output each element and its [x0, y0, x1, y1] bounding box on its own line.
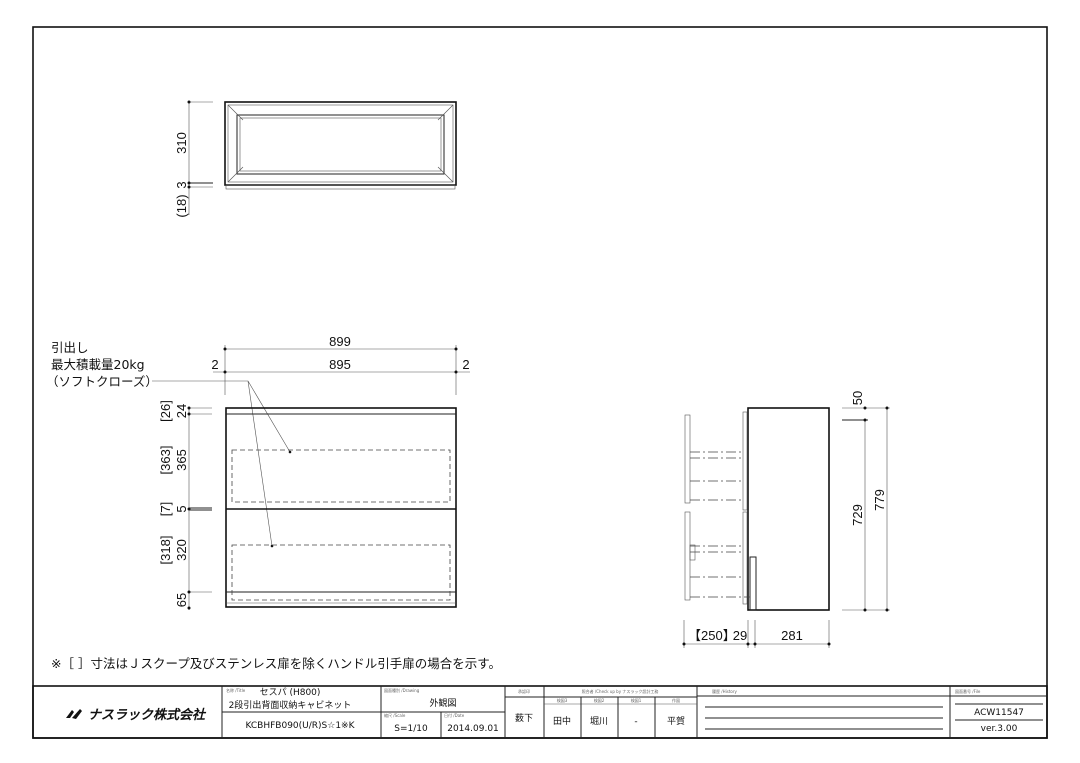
product-name: 2段引出背面収納キャビネット: [229, 699, 352, 711]
overall-width-dim: 899: [329, 334, 351, 349]
checker-name: 堀川: [590, 716, 608, 727]
date-value: 2014.09.01: [447, 724, 499, 734]
checker-role: 検図1: [631, 697, 642, 703]
left-gap-dim: 2: [211, 357, 218, 372]
title-block: ナスラック株式会社 名称 /Title セスパ (H800) 2段引出背面収納キ…: [32, 685, 1048, 739]
checker-name: 平賀: [667, 715, 685, 727]
checker-role: 検図3: [557, 697, 568, 703]
title-label: 名称 /Title: [226, 687, 246, 693]
date-label: 日付 /Date: [444, 712, 465, 718]
checker-role: 作図: [672, 697, 680, 703]
version: ver.3.00: [981, 724, 1018, 734]
inner-width-dim: 895: [329, 357, 351, 372]
company-logo: ナスラック株式会社: [66, 707, 207, 723]
front-view: 引出し 最大積載量20kg （ソフトクローズ） 899 895 2 2 24 […: [46, 334, 470, 610]
top-view: 310 3 (18): [174, 100, 457, 218]
checker-role: 検図2: [594, 697, 605, 703]
approval-label: 承認印: [518, 688, 530, 694]
file-label: 図面番号 /File: [955, 688, 981, 694]
drawer-extension-dim: 【250】: [688, 628, 736, 643]
checker-name: 田中: [553, 715, 571, 727]
side-view: 50 729 779 【250】 29 281: [682, 391, 890, 648]
vdim-318-alt: [318]: [158, 536, 173, 565]
vdim-7-alt: [7]: [158, 502, 173, 516]
scale-value: S=1/10: [394, 724, 428, 734]
vdim-26-alt: [26]: [158, 400, 173, 422]
footnote: ※［ ］寸法はＪスクープ及びステンレス扉を除くハンドル引手扉の場合を示す。: [51, 656, 501, 671]
right-gap-dim: 2: [462, 357, 469, 372]
model-number: KCBHFB090(U/R)S☆1※K: [245, 721, 355, 731]
vdim-363-alt: [363]: [158, 446, 173, 475]
company-name: ナスラック株式会社: [88, 707, 207, 723]
front-thickness-dim: 29: [733, 628, 747, 643]
total-height-779-dim: 779: [872, 489, 887, 511]
leader-note-line3: （ソフトクローズ）: [46, 374, 158, 389]
vdim-5: 5: [174, 505, 189, 512]
file-number: ACW11547: [974, 708, 1024, 718]
vdim-320: 320: [174, 539, 189, 561]
checker-name: -: [634, 717, 637, 727]
vdim-24: 24: [174, 404, 189, 418]
scale-label: 縮尺 /Scale: [384, 712, 406, 718]
leader-note-line2: 最大積載量20kg: [51, 357, 145, 372]
top-depth-dim: 310: [174, 132, 189, 154]
approver-name: 薮下: [515, 712, 533, 724]
check-label: 照合者 /Check up by ナスラック設計工務: [582, 688, 659, 694]
drawing-type: 外観図: [429, 697, 456, 709]
series-name: セスパ (H800): [260, 687, 321, 698]
vdim-365: 365: [174, 449, 189, 471]
drawing-label: 図面種別 /Drawing: [384, 687, 420, 693]
body-height-729-dim: 729: [850, 504, 865, 526]
top-gap-dim: 3: [174, 181, 189, 188]
leader-note-line1: 引出し: [51, 340, 89, 355]
vdim-65: 65: [174, 593, 189, 607]
history-label: 履歴 /History: [712, 688, 737, 694]
top-offset-dim: (18): [174, 194, 189, 217]
body-depth-dim: 281: [781, 628, 803, 643]
top-gap-50-dim: 50: [850, 391, 865, 405]
